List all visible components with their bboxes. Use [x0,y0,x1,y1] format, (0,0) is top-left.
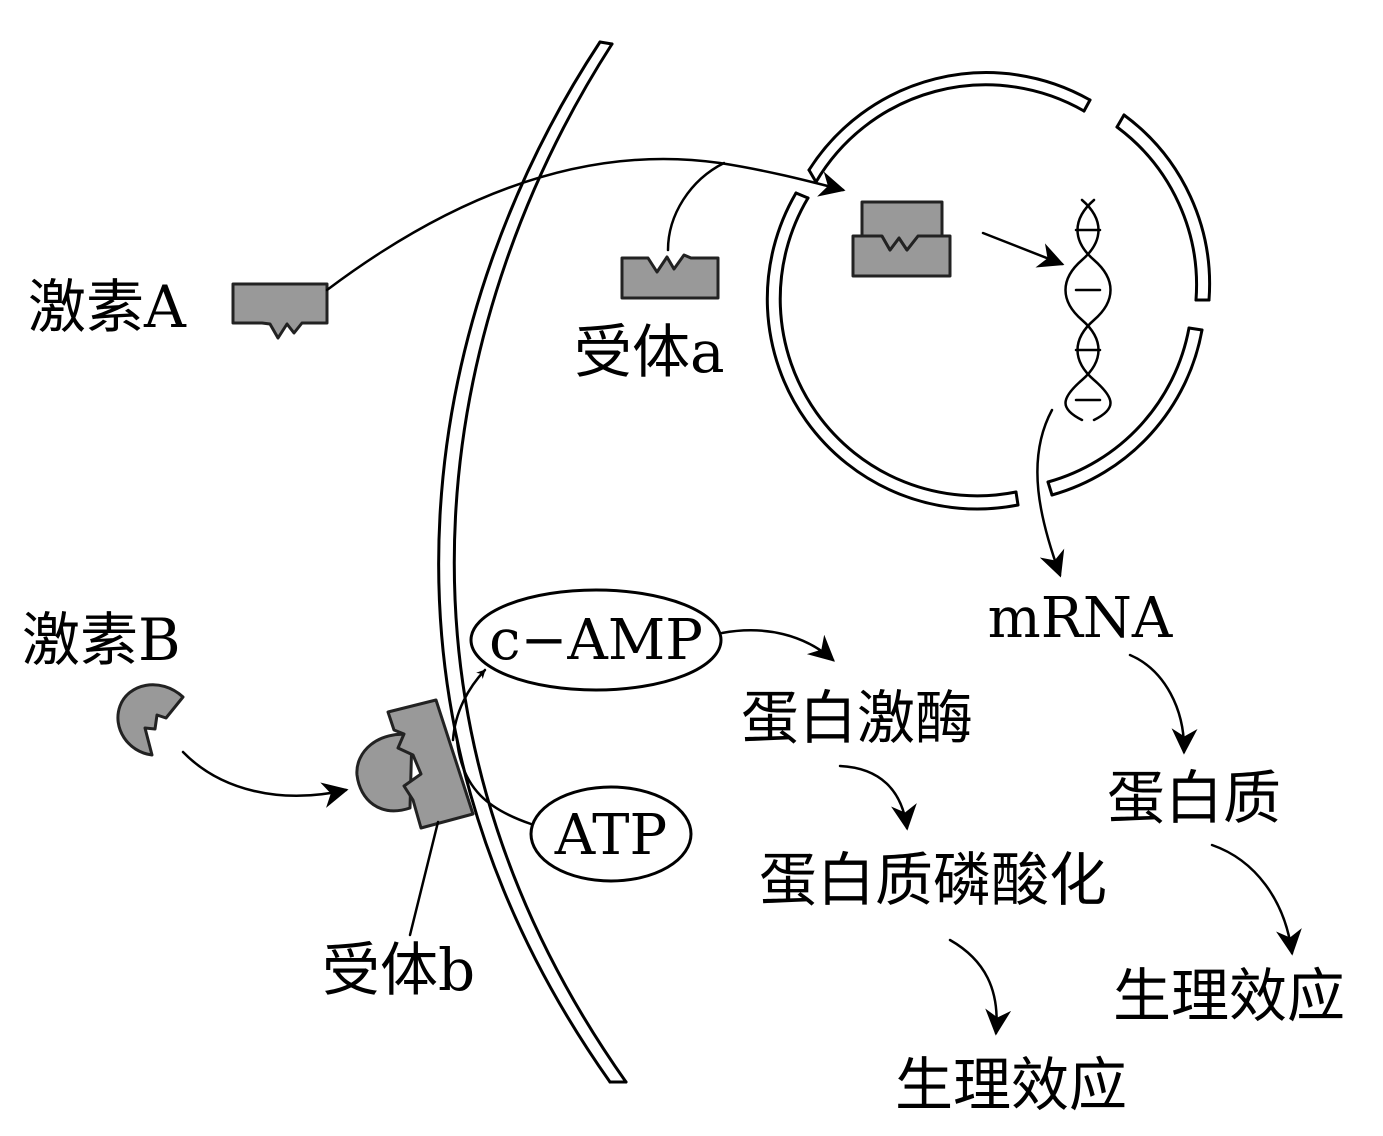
arrow-mrna-to-protein [1128,653,1198,755]
arrow-dna-to-mrna [1036,408,1065,578]
atp-ellipse [529,785,693,883]
arrow-receptor-to-camp [451,668,487,742]
cell-membrane [437,40,628,1084]
receptor-a-label: 受体a [574,318,725,386]
receptor-a-shape [620,253,720,300]
protein-label: 蛋白质 [1107,764,1281,832]
hormone-a-shape [231,282,329,340]
camp-ellipse [469,588,723,692]
line-receptor-b-label [408,820,440,937]
receptor-b-complex [355,698,475,830]
receptor-b-label: 受体b [322,936,475,1004]
arrow-kinase-to-phosphorylation [838,764,917,831]
atp-label: ATP [554,803,667,868]
arrow-hormone-b-to-receptor [181,750,349,808]
arrow-hormone-a-to-nucleus [325,157,846,292]
camp-label: c−AMP [489,608,703,673]
protein-kinase-label: 蛋白激酶 [741,684,973,752]
hormone-b-shape [116,683,185,757]
arrow-complex-to-dna [981,231,1065,268]
dna-helix [1064,198,1112,422]
hormone-receptor-a-complex [851,200,952,278]
protein-phosphorylation-label: 蛋白质磷酸化 [759,846,1107,914]
line-receptor-a-to-path [666,161,726,252]
arrow-protein-to-effect [1210,843,1302,956]
mrna-label: mRNA [988,586,1173,651]
arrows [181,157,1302,1036]
hormone-b-label: 激素B [22,606,181,674]
arrow-phosphorylation-to-effect [948,938,1012,1036]
line-atp-to-receptor [455,738,533,826]
hormone-a-label: 激素A [28,273,187,341]
effect-left-label: 生理效应 [895,1051,1127,1119]
effect-right-label: 生理效应 [1113,962,1345,1030]
nuclear-envelope [765,71,1212,511]
arrow-camp-to-kinase [720,629,835,662]
